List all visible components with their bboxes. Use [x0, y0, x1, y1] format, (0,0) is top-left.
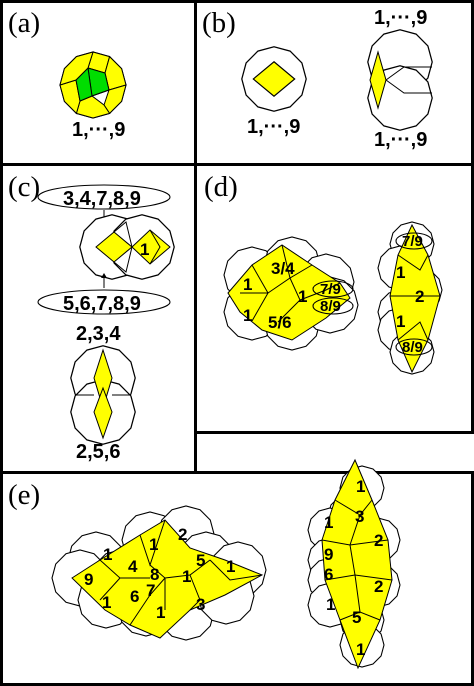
- e-right-num-3: 3: [355, 507, 364, 526]
- d-right-num-89: 8/9: [402, 339, 423, 356]
- e-right-num-1c: 1: [326, 595, 335, 614]
- panel-e: (e) 1 2 1 9 4 8: [8, 458, 401, 670]
- e-left-num-1a: 1: [103, 545, 112, 564]
- panel-b-double-decagon: [367, 29, 433, 131]
- panel-c-main-cluster: [79, 214, 175, 280]
- panel-c-center-num: 1: [140, 240, 149, 259]
- panel-d: (d) 3/4 7/9 8/9 1 1 1 5/6: [204, 171, 443, 375]
- d-right-num-1a: 1: [396, 263, 405, 282]
- panel-d-left-cluster: [223, 236, 359, 351]
- e-right-num-5: 5: [352, 608, 361, 627]
- panel-c-label-bottom: 2,5,6: [76, 441, 120, 463]
- panel-a: (a) 1,···,9: [8, 7, 127, 141]
- panel-e-tag: (e): [8, 479, 40, 511]
- panel-b-label-bottom: 1,···,9: [374, 129, 427, 151]
- panel-e-left-cluster: [51, 505, 267, 641]
- panel-b: (b) 1,···,9 1,···,9 1,···,9: [202, 7, 433, 151]
- panel-d-right-cluster: [377, 221, 443, 375]
- e-left-num-3: 3: [196, 595, 205, 614]
- panel-e-right-cluster: [307, 458, 401, 670]
- panel-c-label-mid: 2,3,4: [76, 323, 121, 345]
- oval-bottom: [37, 289, 171, 315]
- d-right-num-2: 2: [415, 287, 424, 306]
- e-left-num-8: 8: [150, 565, 159, 584]
- d-right-num-79: 7/9: [402, 233, 423, 250]
- panel-c-tag: (c): [8, 171, 40, 203]
- d-num-1b: 1: [298, 287, 307, 306]
- e-left-num-1f: 1: [182, 567, 191, 586]
- d-num-79: 7/9: [320, 281, 341, 298]
- panel-c: (c) 3,4,7,8,9 1 5,6,7,8,9 2,3,4 2,5,6: [8, 171, 175, 463]
- oval-top-label: 3,4,7,8,9: [63, 188, 141, 210]
- oval-top: [37, 184, 171, 210]
- d-num-1a: 1: [243, 275, 252, 294]
- e-left-num-1d: 1: [102, 593, 111, 612]
- e-right-num-9: 9: [324, 545, 333, 564]
- panel-a-tag: (a): [8, 7, 40, 39]
- e-right-num-1d: 1: [356, 640, 365, 659]
- panel-d-tag: (d): [204, 171, 238, 203]
- d-num-34: 3/4: [271, 259, 295, 278]
- e-left-num-1e: 1: [156, 603, 165, 622]
- d-num-89: 8/9: [320, 298, 341, 315]
- d-num-56: 5/6: [268, 313, 292, 332]
- e-right-num-2a: 2: [374, 531, 383, 550]
- e-left-num-2: 2: [178, 525, 187, 544]
- panel-b-decagon-left: [241, 46, 307, 112]
- e-left-num-7: 7: [146, 581, 155, 600]
- panel-c-lower-cluster: [70, 345, 136, 445]
- panel-b-tag: (b): [202, 7, 236, 39]
- e-right-num-6: 6: [324, 565, 333, 584]
- d-right-num-1b: 1: [396, 312, 405, 331]
- panel-b-label-left: 1,···,9: [247, 116, 300, 138]
- e-left-num-5: 5: [196, 551, 205, 570]
- e-right-num-1a: 1: [356, 477, 365, 496]
- e-left-num-1b: 1: [149, 535, 158, 554]
- oval-bottom-label: 5,6,7,8,9: [63, 293, 141, 315]
- e-right-num-1b: 1: [324, 513, 333, 532]
- e-left-num-6: 6: [130, 587, 139, 606]
- d-num-1c: 1: [243, 306, 252, 325]
- panel-a-tiling: [59, 51, 127, 119]
- panel-b-label-top: 1,···,9: [374, 7, 427, 29]
- e-left-num-4: 4: [128, 557, 138, 576]
- e-left-num-1c: 1: [226, 557, 235, 576]
- panel-a-label: 1,···,9: [72, 119, 125, 141]
- e-left-num-9: 9: [84, 570, 93, 589]
- e-right-num-2b: 2: [374, 577, 383, 596]
